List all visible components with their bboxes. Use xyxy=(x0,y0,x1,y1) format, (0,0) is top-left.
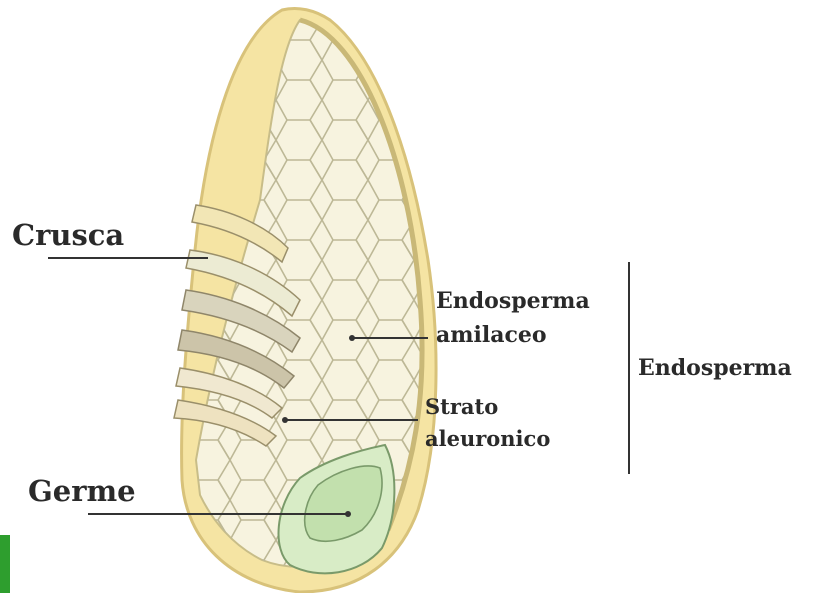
germe-leader-dot xyxy=(345,511,351,517)
label-germe: Germe xyxy=(28,474,136,508)
label-crusca: Crusca xyxy=(12,218,124,252)
strato-aleuronico-leader-dot xyxy=(282,417,288,423)
accent-bar xyxy=(0,535,10,593)
label-strato-aleuronico-line1: Strato xyxy=(425,394,498,419)
label-endosperma: Endosperma xyxy=(638,355,792,381)
label-endosperma-amilaceo-line1: Endosperma xyxy=(436,288,590,314)
label-strato-aleuronico-line2: aleuronico xyxy=(425,426,550,451)
endosperma-amilaceo-leader-dot xyxy=(349,335,355,341)
label-endosperma-amilaceo-line2: amilaceo xyxy=(436,322,547,348)
